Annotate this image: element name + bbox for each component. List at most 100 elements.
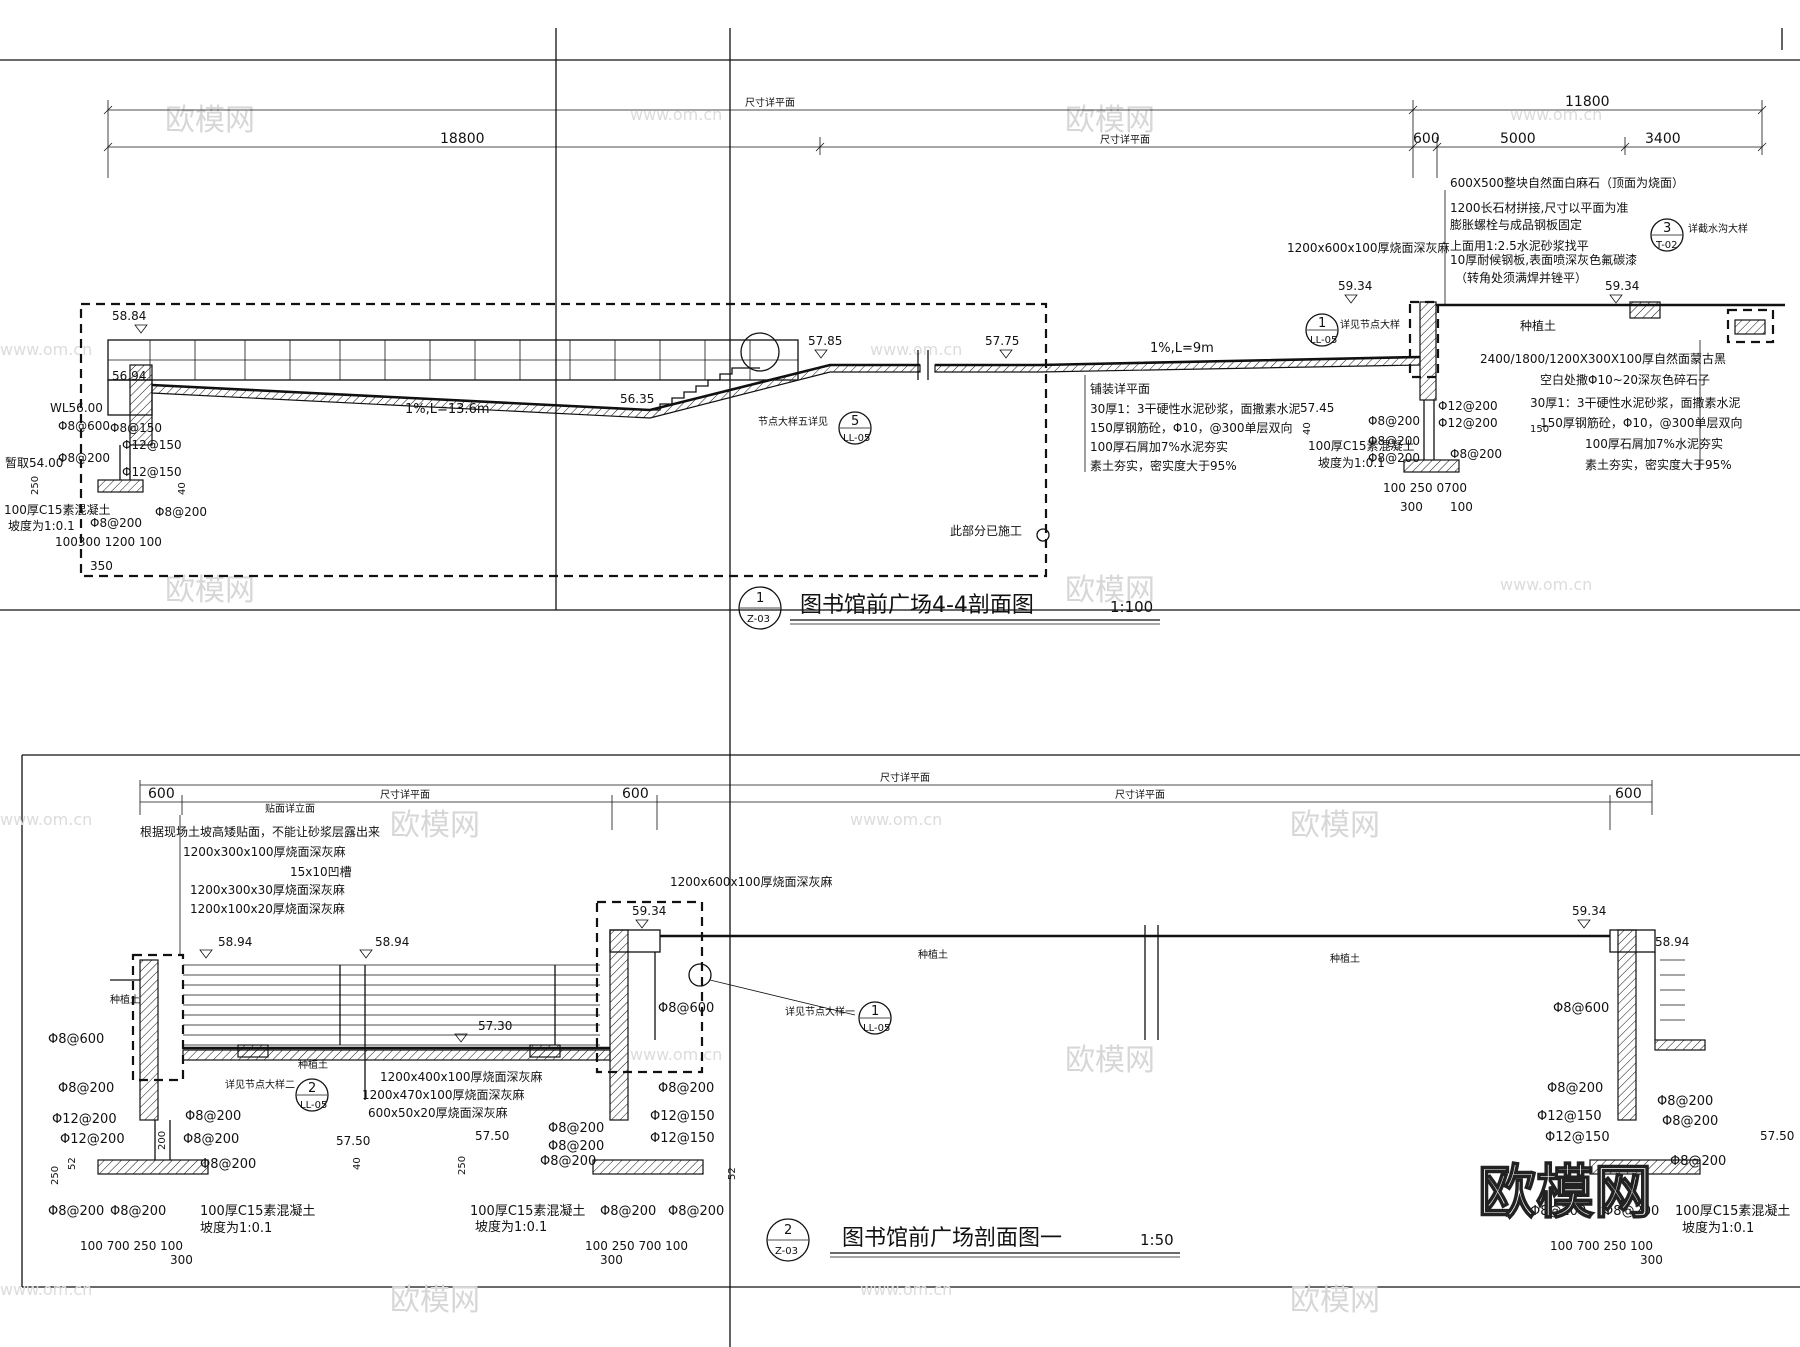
- svg-text:100厚C15素混凝土: 100厚C15素混凝土: [200, 1203, 315, 1219]
- svg-text:Z-03: Z-03: [747, 614, 770, 625]
- elev-5934: 59.34: [1605, 279, 1639, 293]
- svg-text:15x10凹槽: 15x10凹槽: [290, 865, 352, 879]
- detail-bubble: [838, 411, 872, 445]
- svg-text:T-02: T-02: [1655, 240, 1678, 251]
- svg-text:40: 40: [1302, 422, 1313, 435]
- rebar-section2-left: Φ8@600 Φ8@200 Φ12@200 Φ12@200 Φ8@200 Φ8@…: [48, 1032, 363, 1267]
- built-label: 此部分已施工: [950, 523, 1022, 538]
- note-tag: 尺寸详平面: [1115, 788, 1165, 801]
- svg-text:150: 150: [1530, 424, 1549, 435]
- svg-text:Φ8@200: Φ8@200: [1657, 1094, 1713, 1109]
- svg-text:Φ8@200: Φ8@200: [548, 1139, 604, 1154]
- svg-text:Φ8@200: Φ8@200: [600, 1204, 656, 1219]
- rebar-right: Φ8@200 Φ12@200 Φ12@200 Φ8@200 Φ8@200 Φ8@…: [1302, 399, 1549, 514]
- watermark: 欧模网: [165, 103, 255, 138]
- svg-text:1200x300x30厚烧面深灰麻: 1200x300x30厚烧面深灰麻: [190, 882, 345, 897]
- svg-text:LL-05: LL-05: [1310, 335, 1337, 346]
- retaining-wall-right: [1419, 301, 1437, 401]
- svg-text:52: 52: [727, 1167, 738, 1180]
- layer-note: 100厚石屑加7%水泥夯实: [1090, 439, 1228, 454]
- drain-channel: [1734, 319, 1766, 335]
- joint-label: 上面用1:2.5水泥砂浆找平: [1450, 238, 1589, 253]
- layer-note: 空白处撒Φ10~20深灰色碎石子: [1540, 372, 1710, 387]
- watermark-site: www.om.cn: [0, 810, 92, 829]
- svg-text:坡度为1:0.1: 坡度为1:0.1: [1318, 455, 1385, 470]
- layer-note: 30厚1：3干硬性水泥砂浆，面撒素水泥: [1530, 395, 1741, 410]
- footing-left: [97, 479, 144, 493]
- section2-labels: 贴面详立面 根据现场土坡高矮贴面，不能让砂浆层露出来 1200x300x100厚…: [110, 802, 1360, 1120]
- svg-text:5: 5: [851, 414, 859, 429]
- layer-note: 素土夯实，密实度大于95%: [1585, 457, 1732, 472]
- watermark: 欧模网: [1065, 573, 1155, 608]
- note-tag: 尺寸详平面: [745, 96, 795, 109]
- svg-text:600: 600: [1615, 786, 1642, 802]
- svg-text:40: 40: [352, 1157, 363, 1170]
- svg-text:100 700 250 100: 100 700 250 100: [1550, 1239, 1653, 1253]
- watermark: 欧模网: [165, 573, 255, 608]
- svg-text:Φ12@200: Φ12@200: [60, 1132, 125, 1147]
- layer-note: 铺装详平面: [1090, 381, 1150, 396]
- svg-text:Φ8@200: Φ8@200: [1368, 414, 1420, 428]
- svg-text:Z-03: Z-03: [775, 1246, 798, 1257]
- svg-text:40: 40: [177, 482, 188, 495]
- svg-text:Φ8@200: Φ8@200: [48, 1204, 104, 1219]
- svg-text:1200x600x100厚烧面深灰麻: 1200x600x100厚烧面深灰麻: [670, 874, 833, 889]
- svg-text:Φ8@200: Φ8@200: [540, 1154, 596, 1169]
- svg-text:坡度为1:0.1: 坡度为1:0.1: [475, 1219, 547, 1235]
- svg-text:58.94: 58.94: [218, 935, 252, 949]
- svg-text:详见节点大样一: 详见节点大样一: [785, 1005, 855, 1018]
- svg-text:100厚C15素混凝土: 100厚C15素混凝土: [1308, 438, 1415, 453]
- svg-text:100: 100: [1450, 500, 1473, 514]
- drain-left: [1629, 301, 1661, 319]
- rebar-section2-mid: Φ8@600 Φ8@200 Φ12@150 Φ12@150 Φ8@200 Φ8@…: [457, 1001, 738, 1267]
- svg-text:Φ8@600: Φ8@600: [658, 1001, 714, 1016]
- svg-text:Φ8@200: Φ8@200: [668, 1204, 724, 1219]
- steps: [650, 367, 760, 411]
- watermark: 欧模网: [1065, 103, 1155, 138]
- dim-3400: 3400: [1645, 131, 1681, 147]
- svg-text:Φ8@200: Φ8@200: [90, 516, 142, 530]
- layer-note: 素土夯实，密实度大于95%: [1090, 458, 1237, 473]
- svg-text:1200x400x100厚烧面深灰麻: 1200x400x100厚烧面深灰麻: [380, 1069, 543, 1084]
- svg-text:Φ12@150: Φ12@150: [650, 1131, 715, 1146]
- svg-text:种植土: 种植土: [918, 948, 948, 961]
- svg-text:250: 250: [30, 476, 41, 495]
- slab-right: [934, 356, 1421, 373]
- svg-text:Φ12@200: Φ12@200: [1438, 399, 1498, 413]
- drain-boundary: [1726, 308, 1775, 344]
- svg-text:250: 250: [457, 1156, 468, 1175]
- svg-text:Φ8@600: Φ8@600: [1553, 1001, 1609, 1016]
- watermark-site: www.om.cn: [1500, 575, 1592, 594]
- dimension-lines-section2: 尺寸详平面 尺寸详平面 尺寸详平面 600 600 600: [139, 771, 1653, 830]
- svg-text:Φ8@200: Φ8@200: [1662, 1114, 1718, 1129]
- node5-label: 节点大样五详见: [758, 415, 828, 428]
- title-bubble: [738, 586, 782, 630]
- dim-11800: 11800: [1565, 94, 1610, 110]
- svg-text:Φ12@150: Φ12@150: [650, 1109, 715, 1124]
- svg-text:100厚C15素混凝土: 100厚C15素混凝土: [1675, 1203, 1790, 1219]
- svg-text:Φ8@600: Φ8@600: [48, 1032, 104, 1047]
- watermark-site: www.om.cn: [0, 1280, 92, 1299]
- svg-text:52: 52: [67, 1157, 78, 1170]
- built-boundary: [79, 302, 1048, 578]
- svg-text:57.50: 57.50: [1760, 1129, 1794, 1143]
- section-scale: 1:50: [1140, 1231, 1174, 1249]
- svg-text:Φ8@200: Φ8@200: [58, 1081, 114, 1096]
- section-1: 尺寸详平面 尺寸详平面 18800 11800 600 5000 3400: [4, 94, 1785, 630]
- svg-text:Φ12@150: Φ12@150: [1545, 1130, 1610, 1145]
- svg-text:Φ8@200: Φ8@200: [1530, 1204, 1586, 1219]
- layer-note: 150厚钢筋砼，Φ10，@300单层双向: [1540, 415, 1743, 430]
- elev-5745: 57.45: [1300, 401, 1334, 415]
- svg-text:3: 3: [1663, 221, 1671, 236]
- elev-5934: 59.34: [1338, 279, 1372, 293]
- svg-text:Φ8@200: Φ8@200: [58, 451, 110, 465]
- svg-text:59.34: 59.34: [632, 904, 666, 918]
- svg-text:100300 1200 100: 100300 1200 100: [55, 535, 162, 549]
- svg-text:Φ8@200: Φ8@200: [183, 1132, 239, 1147]
- wall-left: [139, 959, 159, 1121]
- note-tag: 尺寸详平面: [1100, 133, 1150, 146]
- svg-text:57.30: 57.30: [478, 1019, 512, 1033]
- svg-text:100厚C15素混凝土: 100厚C15素混凝土: [470, 1203, 585, 1219]
- svg-text:Φ12@150: Φ12@150: [122, 465, 182, 479]
